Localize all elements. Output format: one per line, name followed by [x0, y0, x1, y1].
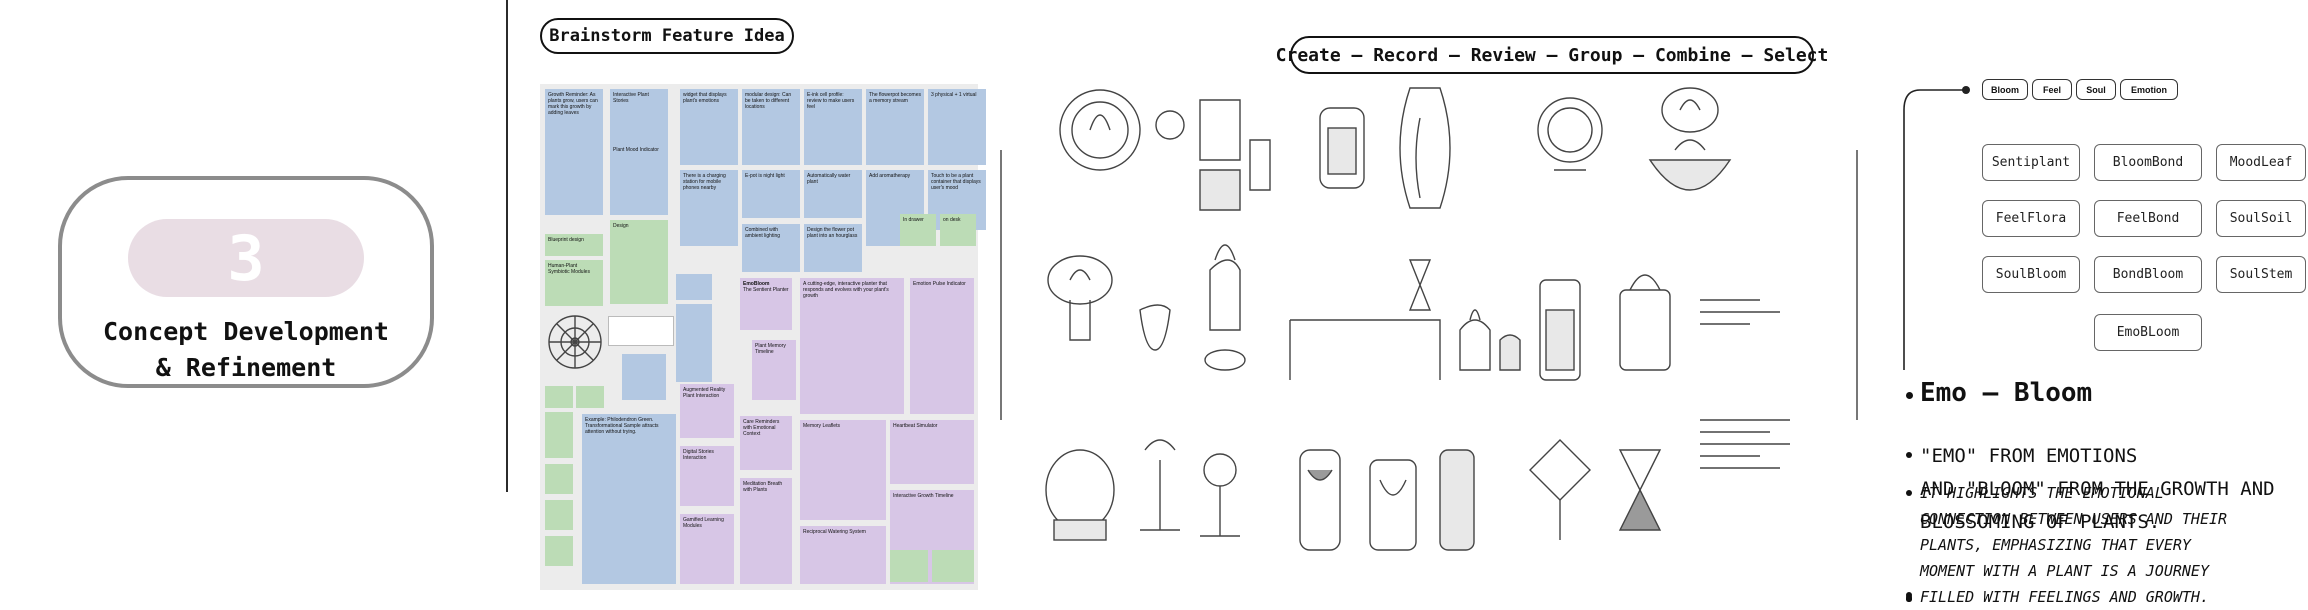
sticky-note[interactable]: 3 physical + 1 virtual: [928, 89, 986, 165]
connector-line: [1903, 86, 1970, 370]
concept-number: 3: [227, 221, 265, 295]
italic-line: FILLED WITH FEELINGS AND GROWTH.: [1920, 588, 2209, 606]
concept-title-line1: Concept Development: [103, 317, 389, 346]
sticky-note[interactable]: [545, 386, 573, 408]
name-option[interactable]: SoulSoil: [2216, 200, 2306, 237]
sticky-note[interactable]: There is a charging station for mobile p…: [680, 170, 738, 246]
italic-line: CONNECTION BETWEEN USERS AND THEIR: [1920, 510, 2228, 528]
sketch-pedestal-planters: [1047, 244, 1246, 371]
section-divider-2: [1000, 150, 1002, 420]
name-option[interactable]: Sentiplant: [1982, 144, 2080, 181]
sticky-note[interactable]: [545, 412, 573, 458]
section-divider-1: [506, 0, 508, 492]
sketch-tube-planters: [1299, 449, 1475, 551]
italic-line: IT HIGHLIGHTS THE EMOTIONAL: [1920, 484, 2164, 502]
sticky-note[interactable]: [576, 386, 604, 408]
sticky-note[interactable]: widget that displays plant's emotions: [680, 89, 738, 165]
sketch-dome-planters: [1537, 87, 1732, 191]
sticky-note[interactable]: Design: [610, 220, 668, 304]
sticky-note[interactable]: Human-Plant Symbiotic Modules: [545, 260, 603, 306]
name-option[interactable]: BondBloom: [2094, 256, 2202, 293]
tag-soul[interactable]: Soul: [2076, 79, 2116, 100]
sticky-note[interactable]: Digital Stories Interaction: [680, 446, 734, 506]
note-subtitle: The Sentient Planter: [743, 287, 789, 293]
description-origin: "EMO" FROM EMOTIONS AND "BLOOM" FROM THE…: [1906, 440, 2275, 539]
tag-bloom[interactable]: Bloom: [1982, 79, 2028, 100]
sketch-notes: [1700, 299, 1790, 469]
sticky-note[interactable]: Memory Leaflets: [800, 420, 886, 520]
sticky-note[interactable]: Combined with ambient lighting: [742, 224, 800, 272]
sticky-note[interactable]: Design the flower pot plant into an hour…: [804, 224, 862, 272]
sticky-note[interactable]: Plant Memory Timeline: [752, 340, 796, 400]
name-option[interactable]: MoodLeaf: [2216, 144, 2306, 181]
name-option[interactable]: SoulStem: [2216, 256, 2306, 293]
sticky-note[interactable]: The flowerpot becomes a memory stream: [866, 89, 924, 165]
sketch-cylinder-planters: [1539, 274, 1671, 381]
sticky-note[interactable]: Care Reminders with Emotional Context: [740, 416, 792, 470]
sticky-note[interactable]: modular design: Can be taken to differen…: [742, 89, 800, 165]
brainstorm-heading-text: Brainstorm Feature Idea: [549, 26, 785, 46]
sticky-note[interactable]: E-pot is night light: [742, 170, 800, 218]
concept-title-line2: & Refinement: [155, 353, 337, 382]
process-heading: Create – Record – Review – Group – Combi…: [1276, 36, 1828, 74]
sketch-lamp-planters: [1045, 439, 1240, 541]
sticky-note[interactable]: on desk: [940, 214, 976, 246]
sticky-note[interactable]: Emotion Pulse Indicator: [910, 278, 974, 414]
tag-feel[interactable]: Feel: [2032, 79, 2072, 100]
sticky-note[interactable]: A cutting-edge, interactive planter that…: [800, 278, 904, 414]
article-card[interactable]: [608, 316, 674, 346]
name-option[interactable]: FeelBond: [2094, 200, 2202, 237]
sticky-note[interactable]: [890, 550, 928, 582]
sticky-note[interactable]: Example: Philodendron Green. Transformat…: [582, 414, 676, 584]
sticky-note[interactable]: Growth Reminder: As plants grow, users c…: [545, 89, 603, 215]
description-title: Emo – Bloom: [1905, 378, 2093, 408]
sunburst-diagram: [548, 315, 602, 369]
description-line: AND "BLOOM" FROM THE GROWTH AND: [1920, 478, 2275, 500]
emotional-connection-text: IT HIGHLIGHTS THE EMOTIONAL CONNECTION B…: [1905, 480, 2228, 610]
sticky-note-board[interactable]: Growth Reminder: As plants grow, users c…: [540, 84, 986, 590]
sketch-vase-planters: [1319, 87, 1451, 209]
sketch-desk-hourglass: [1289, 259, 1521, 380]
sticky-note[interactable]: E-ink cell profile: review to make users…: [804, 89, 862, 165]
sticky-note[interactable]: Meditation Breath with Plants: [740, 478, 792, 584]
note-title: EmoBloom: [743, 281, 770, 287]
sticky-note[interactable]: Plant Mood Indicator: [610, 144, 668, 214]
italic-line: MOMENT WITH A PLANT IS A JOURNEY: [1920, 562, 2209, 580]
sticky-note[interactable]: [545, 536, 573, 566]
description-line: "EMO" FROM EMOTIONS: [1920, 445, 2138, 467]
name-option-selected[interactable]: EmoBLoom: [2094, 314, 2202, 351]
sketch-geometric-planters: [1529, 439, 1662, 540]
sticky-note[interactable]: [545, 500, 573, 530]
name-option[interactable]: BloomBond: [2094, 144, 2202, 181]
description-line: BLOSSOMING OF PLANTS.: [1920, 511, 2161, 533]
name-option[interactable]: SoulBloom: [1982, 256, 2080, 293]
sticky-note[interactable]: In drawer: [900, 214, 936, 246]
sticky-note[interactable]: [545, 464, 573, 494]
sticky-note[interactable]: [676, 274, 712, 300]
sticky-note[interactable]: Automatically water plant: [804, 170, 862, 218]
concept-title: Concept Development & Refinement: [62, 314, 430, 386]
sticky-note[interactable]: [932, 550, 974, 582]
sticky-note[interactable]: [676, 304, 712, 382]
tag-emotion[interactable]: Emotion: [2120, 79, 2178, 100]
section-divider-3: [1856, 150, 1858, 420]
sticky-note[interactable]: Augmented Reality Plant Interaction: [680, 384, 734, 438]
sticky-note[interactable]: Reciprocal Watering System: [800, 526, 886, 584]
sticky-note[interactable]: Heartbeat Simulator: [890, 420, 974, 484]
name-option[interactable]: FeelFlora: [1982, 200, 2080, 237]
sticky-note[interactable]: [622, 354, 666, 400]
brainstorm-heading: Brainstorm Feature Idea: [540, 18, 794, 54]
sticky-note[interactable]: Blueprint design: [545, 234, 603, 256]
process-heading-text: Create – Record – Review – Group – Combi…: [1275, 44, 1829, 66]
sticky-note[interactable]: Gamified Learning Modules: [680, 514, 734, 584]
spacer: [1906, 589, 1907, 590]
italic-line: PLANTS, EMPHASIZING THAT EVERY: [1920, 536, 2191, 554]
concept-number-badge: 3: [128, 219, 364, 297]
sketch-round-planters: [1059, 89, 1271, 211]
